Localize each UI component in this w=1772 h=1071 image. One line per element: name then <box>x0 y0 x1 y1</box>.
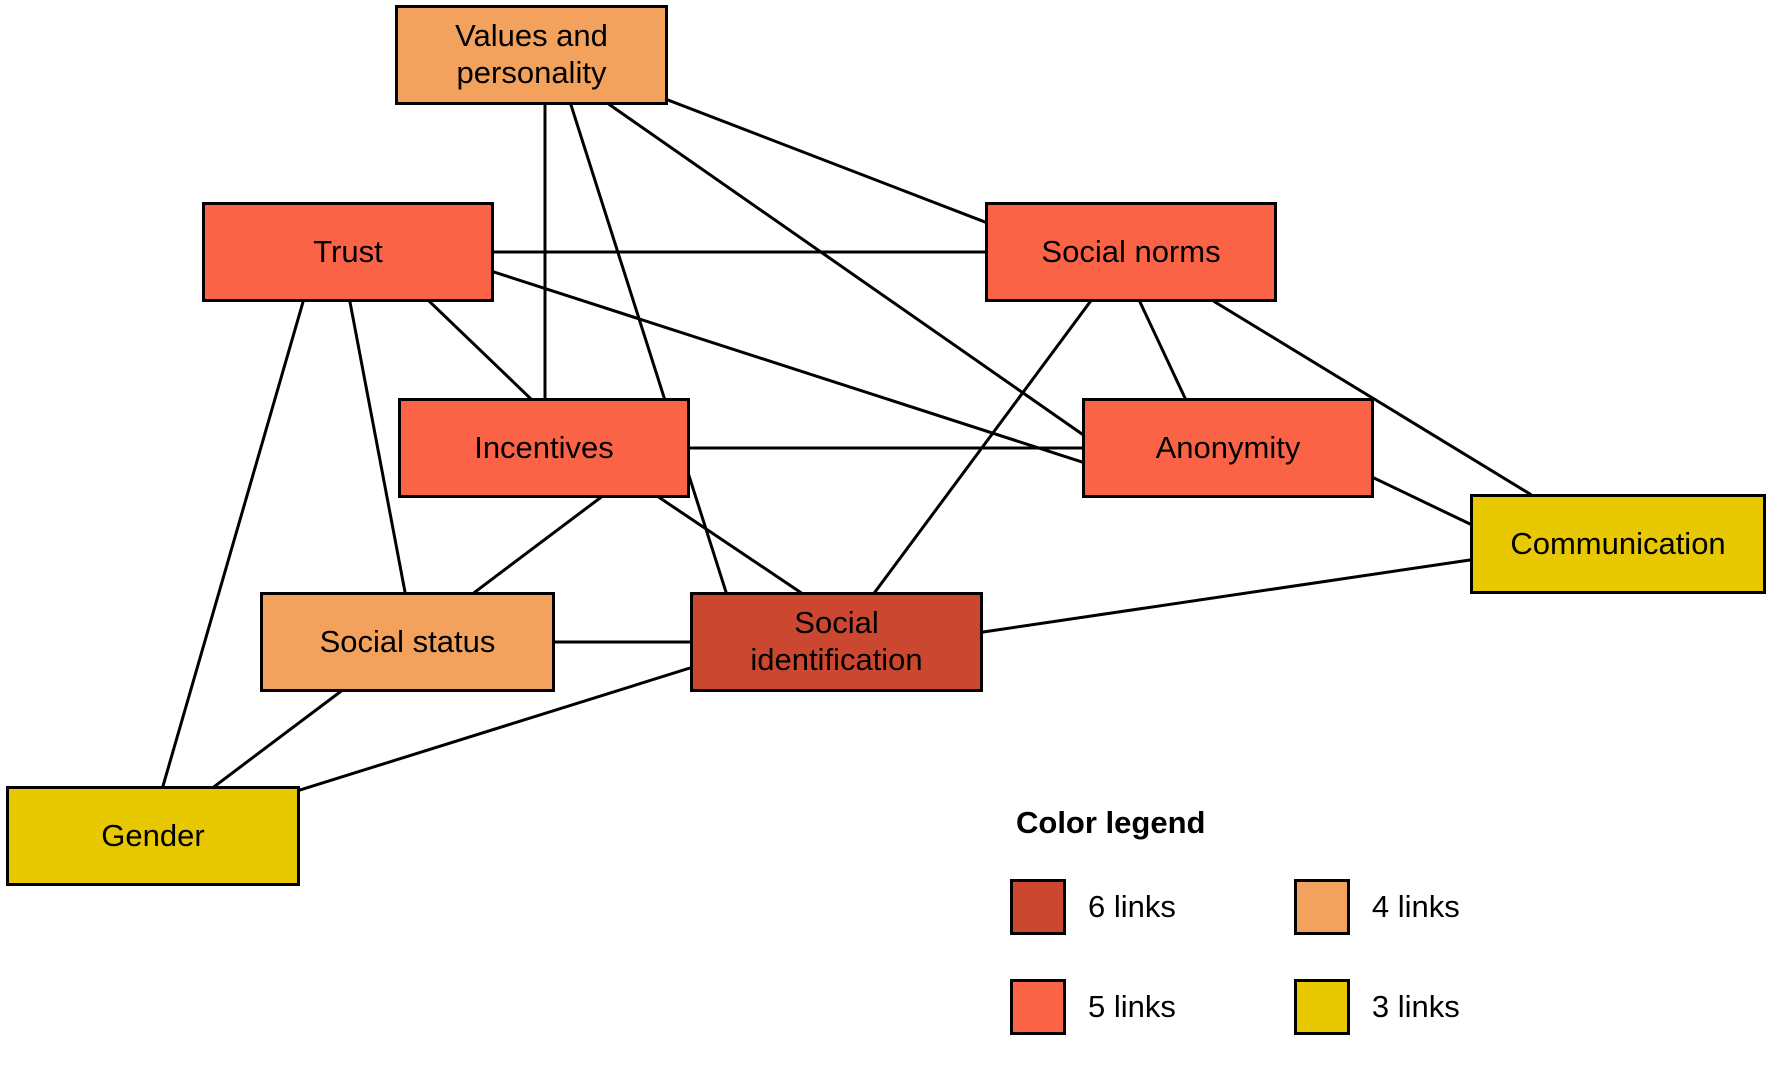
node-label: Social identification <box>750 605 923 677</box>
edge-incentives-to-social_status <box>472 495 603 595</box>
node-label: Values and personality <box>455 18 608 90</box>
color-legend: Color legend 6 links 4 links 5 links 3 link… <box>1010 805 1460 1035</box>
node-social_identification[interactable]: Social identification <box>690 592 983 692</box>
edge-values_and_personality-to-social_norms <box>666 98 987 224</box>
legend-entry: 5 links <box>1010 979 1176 1035</box>
legend-entries: 6 links 4 links 5 links 3 links <box>1010 879 1460 1035</box>
node-label: Communication <box>1510 525 1726 561</box>
node-trust[interactable]: Trust <box>202 202 494 302</box>
edge-communication-to-social_identification <box>981 558 1472 634</box>
legend-swatch-icon <box>1010 879 1066 935</box>
node-label: Social norms <box>1041 233 1221 269</box>
legend-entry: 3 links <box>1293 979 1460 1035</box>
legend-swatch-icon <box>1293 979 1350 1035</box>
edge-trust-to-gender <box>161 300 305 788</box>
node-social_status[interactable]: Social status <box>260 592 555 692</box>
node-anonymity[interactable]: Anonymity <box>1082 398 1374 498</box>
edge-trust-to-anonymity <box>492 270 1084 464</box>
edge-social_identification-to-gender <box>298 666 692 792</box>
edge-values_and_personality-to-anonymity <box>607 102 1085 437</box>
legend-label: 5 links <box>1088 989 1176 1024</box>
node-communication[interactable]: Communication <box>1470 494 1766 594</box>
legend-title: Color legend <box>1016 805 1206 840</box>
edge-trust-to-incentives <box>427 299 533 401</box>
legend-entry: 4 links <box>1293 879 1460 935</box>
node-incentives[interactable]: Incentives <box>398 398 690 498</box>
legend-swatch-icon <box>1293 879 1350 935</box>
edge-incentives-to-social_identification <box>657 495 803 595</box>
node-label: Social status <box>319 623 496 659</box>
node-gender[interactable]: Gender <box>6 786 300 886</box>
node-label: Anonymity <box>1155 429 1301 465</box>
edge-values_and_personality-to-social_identification <box>569 103 728 594</box>
node-values_and_personality[interactable]: Values and personality <box>395 5 668 105</box>
node-label: Trust <box>313 233 383 269</box>
legend-entry: 6 links <box>1010 879 1176 935</box>
node-label: Gender <box>101 817 205 853</box>
legend-label: 6 links <box>1088 889 1176 924</box>
node-social_norms[interactable]: Social norms <box>985 202 1277 302</box>
edge-trust-to-social_status <box>348 300 407 594</box>
legend-label: 4 links <box>1371 889 1460 924</box>
edge-anonymity-to-communication <box>1371 475 1473 527</box>
node-label: Incentives <box>474 429 614 465</box>
legend-label: 3 links <box>1371 989 1460 1024</box>
edge-social_norms-to-anonymity <box>1138 300 1187 400</box>
edge-social_status-to-gender <box>212 689 343 789</box>
legend-swatch-icon <box>1010 979 1066 1035</box>
